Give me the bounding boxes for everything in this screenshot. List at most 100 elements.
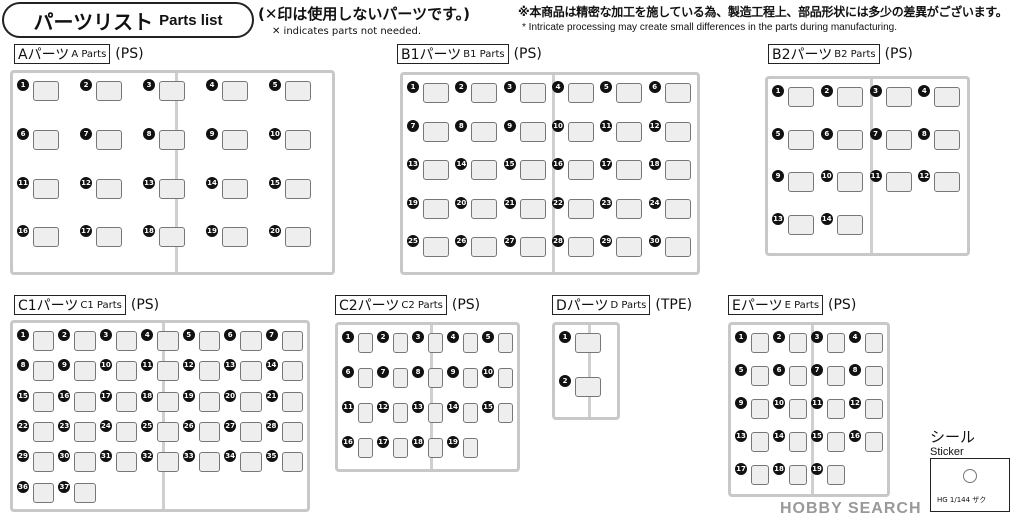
- part-shape: [115, 452, 138, 473]
- sprue-runner: [588, 325, 591, 417]
- part-number: 12: [182, 359, 195, 372]
- part-number: 21: [503, 196, 516, 209]
- part-shape: [393, 403, 408, 423]
- part-number: 12: [80, 176, 92, 189]
- sticker-title: シール Sticker: [930, 430, 975, 460]
- part-shape: [616, 121, 643, 142]
- part-shape: [751, 432, 769, 452]
- part-shape: [159, 227, 185, 248]
- part-shape: [788, 214, 814, 235]
- part-shape: [358, 333, 373, 353]
- part-number: 11: [17, 176, 29, 189]
- part-number: 8: [455, 119, 468, 132]
- part-shape: [281, 422, 303, 442]
- section-label-jp: B1パーツ: [401, 47, 462, 63]
- manufacturing-notice: ※本商品は精密な加工を施している為、製造工程上、部品形状には多少の差異がございま…: [518, 5, 1008, 19]
- part-shape: [788, 129, 814, 150]
- part-shape: [358, 438, 373, 458]
- part-number: 2: [58, 329, 71, 341]
- part-number: 28: [265, 420, 278, 432]
- part-shape: [33, 452, 55, 473]
- part-number: 10: [269, 127, 281, 140]
- part-number: 7: [377, 366, 389, 378]
- part-number: 6: [17, 127, 29, 140]
- part-shape: [789, 333, 807, 353]
- part-number: 5: [182, 329, 195, 341]
- part-number: 8: [918, 127, 931, 140]
- section-material: (PS): [513, 46, 542, 62]
- section-label-jp: B2パーツ: [772, 47, 833, 63]
- sticker-sheet: HG 1/144 ザク: [930, 458, 1010, 512]
- part-number: 19: [182, 389, 195, 402]
- part-number: 20: [455, 196, 468, 209]
- part-number: 12: [648, 119, 661, 132]
- part-number: 7: [407, 119, 419, 132]
- part-number: 15: [17, 389, 29, 402]
- part-shape: [198, 452, 221, 473]
- part-number: 19: [811, 463, 823, 475]
- part-shape: [664, 83, 691, 103]
- part-shape: [575, 377, 601, 397]
- part-number: 18: [143, 225, 155, 238]
- part-shape: [575, 333, 601, 353]
- part-number: 9: [503, 119, 516, 132]
- part-shape: [664, 121, 691, 142]
- part-shape: [198, 391, 221, 412]
- part-number: 24: [648, 196, 661, 209]
- part-number: 1: [17, 329, 29, 341]
- part-number: 34: [224, 450, 237, 463]
- sticker-title-en: Sticker: [930, 446, 964, 458]
- part-shape: [789, 399, 807, 419]
- part-number: 2: [377, 331, 389, 343]
- part-number: 18: [412, 436, 424, 448]
- part-shape: [865, 399, 883, 419]
- part-shape: [240, 391, 262, 412]
- part-number: 7: [869, 127, 882, 140]
- part-number: 4: [552, 81, 564, 93]
- part-shape: [285, 178, 311, 199]
- part-shape: [33, 482, 55, 503]
- part-shape: [463, 438, 478, 458]
- part-number: 9: [735, 397, 747, 409]
- part-shape: [423, 237, 449, 258]
- part-shape: [568, 83, 594, 103]
- part-number: 6: [648, 81, 661, 93]
- part-number: 8: [412, 366, 424, 378]
- part-shape: [568, 198, 594, 219]
- part-shape: [788, 172, 814, 192]
- part-number: 9: [772, 170, 784, 182]
- part-number: 30: [648, 235, 661, 248]
- part-number: 20: [224, 389, 237, 402]
- part-shape: [157, 331, 179, 351]
- part-shape: [423, 121, 449, 142]
- section-material: (TPE): [655, 297, 693, 313]
- unused-parts-note: (✕印は使用しないパーツです。): [258, 5, 470, 23]
- part-shape: [616, 83, 643, 103]
- part-number: 17: [600, 158, 613, 171]
- part-number: 5: [735, 364, 747, 376]
- part-number: 14: [820, 212, 833, 225]
- part-shape: [240, 452, 262, 473]
- part-shape: [115, 391, 138, 412]
- part-number: 11: [811, 397, 823, 409]
- part-number: 1: [772, 85, 784, 97]
- part-shape: [827, 366, 845, 386]
- part-shape: [281, 331, 303, 351]
- part-shape: [463, 403, 478, 423]
- part-shape: [240, 422, 262, 442]
- part-number: 3: [503, 81, 516, 93]
- sticker-label: HG 1/144 ザク: [937, 496, 987, 504]
- part-shape: [96, 81, 122, 101]
- part-shape: [428, 368, 443, 388]
- part-shape: [751, 399, 769, 419]
- part-number: 15: [482, 401, 494, 413]
- part-shape: [74, 422, 96, 442]
- part-shape: [836, 172, 863, 192]
- part-number: 17: [80, 225, 92, 238]
- part-shape: [281, 452, 303, 473]
- section-label-en: C1 Parts: [80, 299, 122, 311]
